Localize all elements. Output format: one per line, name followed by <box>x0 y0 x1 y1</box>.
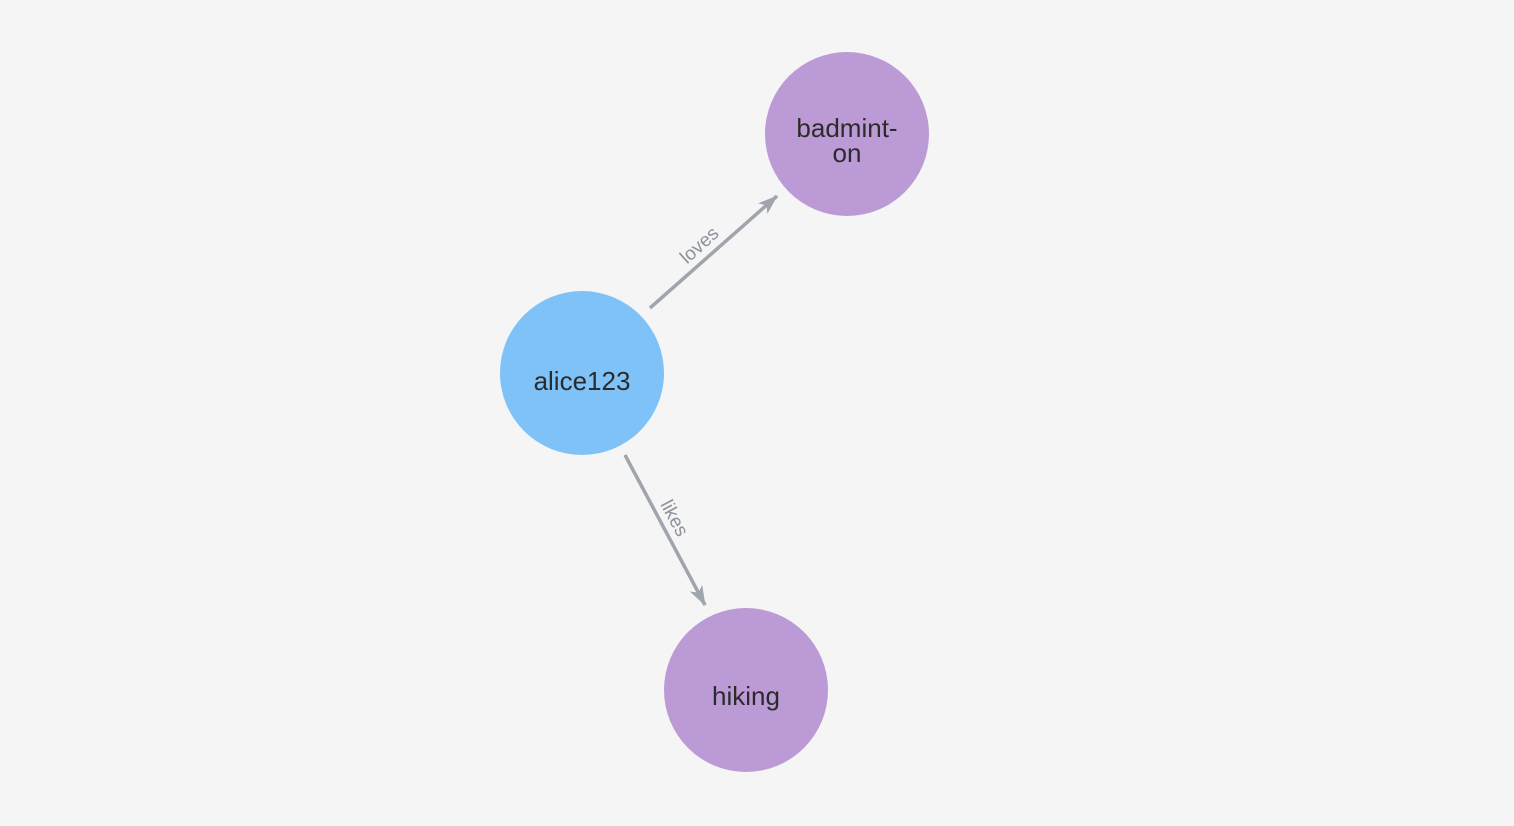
edge-likes-line[interactable] <box>623 454 707 606</box>
edge-loves[interactable]: loves <box>648 194 779 310</box>
node-badminton-label-line2: on <box>833 138 862 168</box>
node-badminton-label-line1: badmint- <box>796 113 897 143</box>
node-alice123-label: alice123 <box>534 366 631 396</box>
edge-likes-label[interactable]: likes <box>656 497 692 540</box>
edge-loves-label[interactable]: loves <box>676 223 723 268</box>
edge-likes[interactable]: likes <box>623 454 707 606</box>
node-hiking-label: hiking <box>712 681 780 711</box>
node-hiking[interactable]: hiking <box>664 608 828 772</box>
node-badminton[interactable]: badmint- on <box>765 52 929 216</box>
node-alice123-circle[interactable] <box>500 291 664 455</box>
node-badminton-circle[interactable] <box>765 52 929 216</box>
node-hiking-circle[interactable] <box>664 608 828 772</box>
node-alice123[interactable]: alice123 <box>500 291 664 455</box>
edge-loves-line[interactable] <box>648 194 779 310</box>
